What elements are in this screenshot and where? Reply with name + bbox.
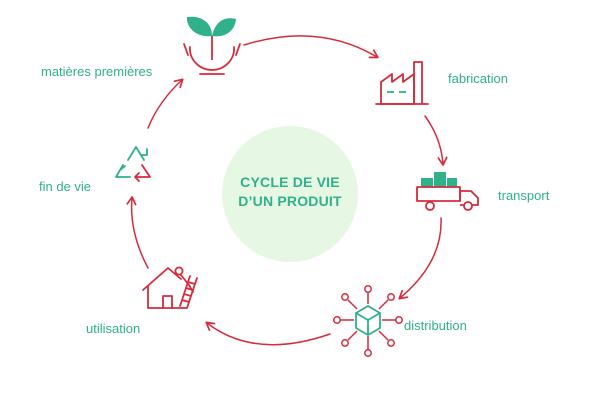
stage-label-distribution: distribution <box>404 318 467 333</box>
center-title-line-2: D’UN PRODUIT <box>238 193 342 209</box>
factory-icon <box>375 61 429 105</box>
arrow-matieres-to-fabrication <box>243 35 379 59</box>
distribution-box-network-icon <box>333 285 403 357</box>
center-circle <box>222 126 358 262</box>
center-title-line-1: CYCLE DE VIE <box>240 174 340 190</box>
house-with-worker-icon <box>142 266 198 309</box>
recycle-icon <box>115 146 151 182</box>
cycle-arrows <box>126 35 448 346</box>
stage-label-transport: transport <box>498 188 550 203</box>
arrow-transport-to-distribution <box>398 217 442 300</box>
stage-label-utilisation: utilisation <box>86 321 141 336</box>
delivery-truck-icon <box>416 172 479 211</box>
center-title: CYCLE DE VIE D’UN PRODUIT <box>222 173 358 211</box>
arrow-fabrication-to-transport <box>424 115 448 166</box>
stage-label-matieres-premieres: matières premières <box>41 64 153 79</box>
arrow-distribution-to-utilisation <box>205 321 331 346</box>
stage-label-fin-de-vie: fin de vie <box>39 179 92 194</box>
arrow-findevie-to-matieres <box>147 78 184 129</box>
stage-label-fabrication: fabrication <box>448 71 508 86</box>
plant-in-hands-icon <box>183 16 241 75</box>
arrow-utilisation-to-findevie <box>126 196 149 269</box>
